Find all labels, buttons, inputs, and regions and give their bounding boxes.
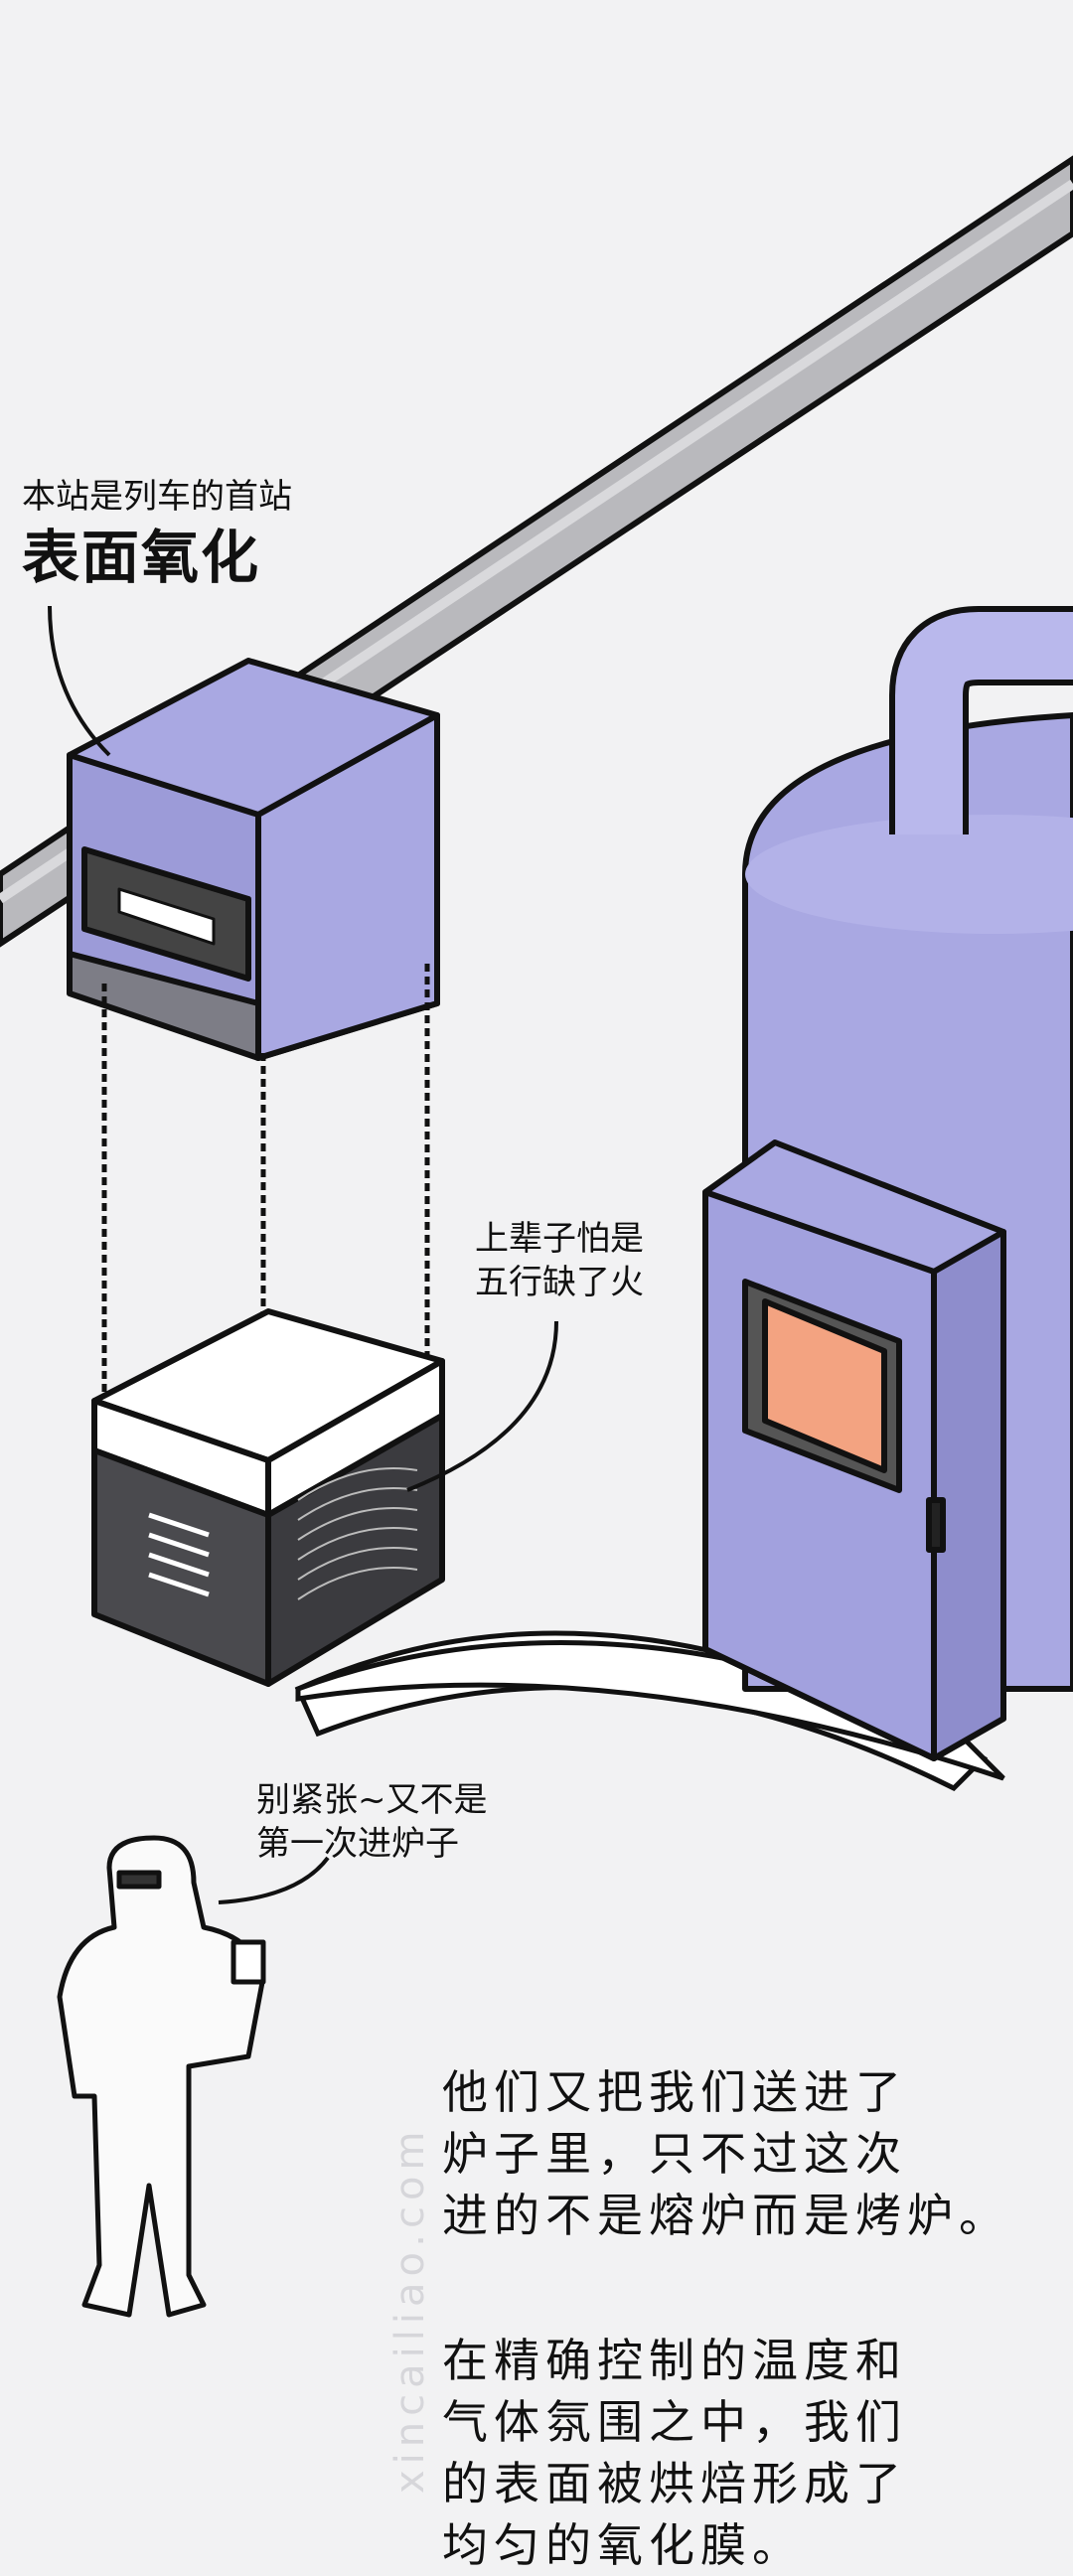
narration-line: 炉子里，只不过这次 [442,2127,907,2181]
caption-worry-line2: 五行缺了火 [475,1263,644,1302]
wafer-basket [91,1308,445,1687]
caption-worry-line1: 上辈子怕是 [475,1219,644,1259]
narration-line: 的表面被烘焙形成了 [442,2457,907,2510]
worker-figure [57,1835,266,2318]
support-rods [101,964,430,1470]
carrier-head [67,658,440,1061]
narration-line: 均匀的氧化膜。 [442,2518,804,2572]
caption-calm-line2: 第一次进炉子 [256,1824,459,1864]
narration-line: 气体氛围之中，我们 [442,2395,907,2449]
narration-line: 进的不是熔炉而是烤炉。 [442,2189,1010,2242]
caption-worry: 上辈子怕是 五行缺了火 [475,1217,644,1304]
narration-paragraph-2: 在精确控制的温度和 气体氛围之中，我们 的表面被烘焙形成了 均匀的氧化膜。 [442,2330,907,2576]
caption-station-title: 表面氧化 [22,524,261,591]
narration-paragraph-1: 他们又把我们送进了 炉子里，只不过这次 进的不是熔炉而是烤炉。 [442,2061,1010,2246]
narration-line: 在精确控制的温度和 [442,2334,907,2387]
watermark: xincailiao.com [387,2125,433,2494]
caption-calm-line1: 别紧张~又不是 [256,1780,488,1820]
floor-track [294,1630,1005,1792]
caption-station-intro: 本站是列车的首站 [22,477,292,517]
callout-lines [48,605,558,1904]
caption-calm: 别紧张~又不是 第一次进炉子 [256,1778,488,1866]
oven-furnace [702,606,1073,1761]
narration-line: 他们又把我们送进了 [442,2065,907,2119]
